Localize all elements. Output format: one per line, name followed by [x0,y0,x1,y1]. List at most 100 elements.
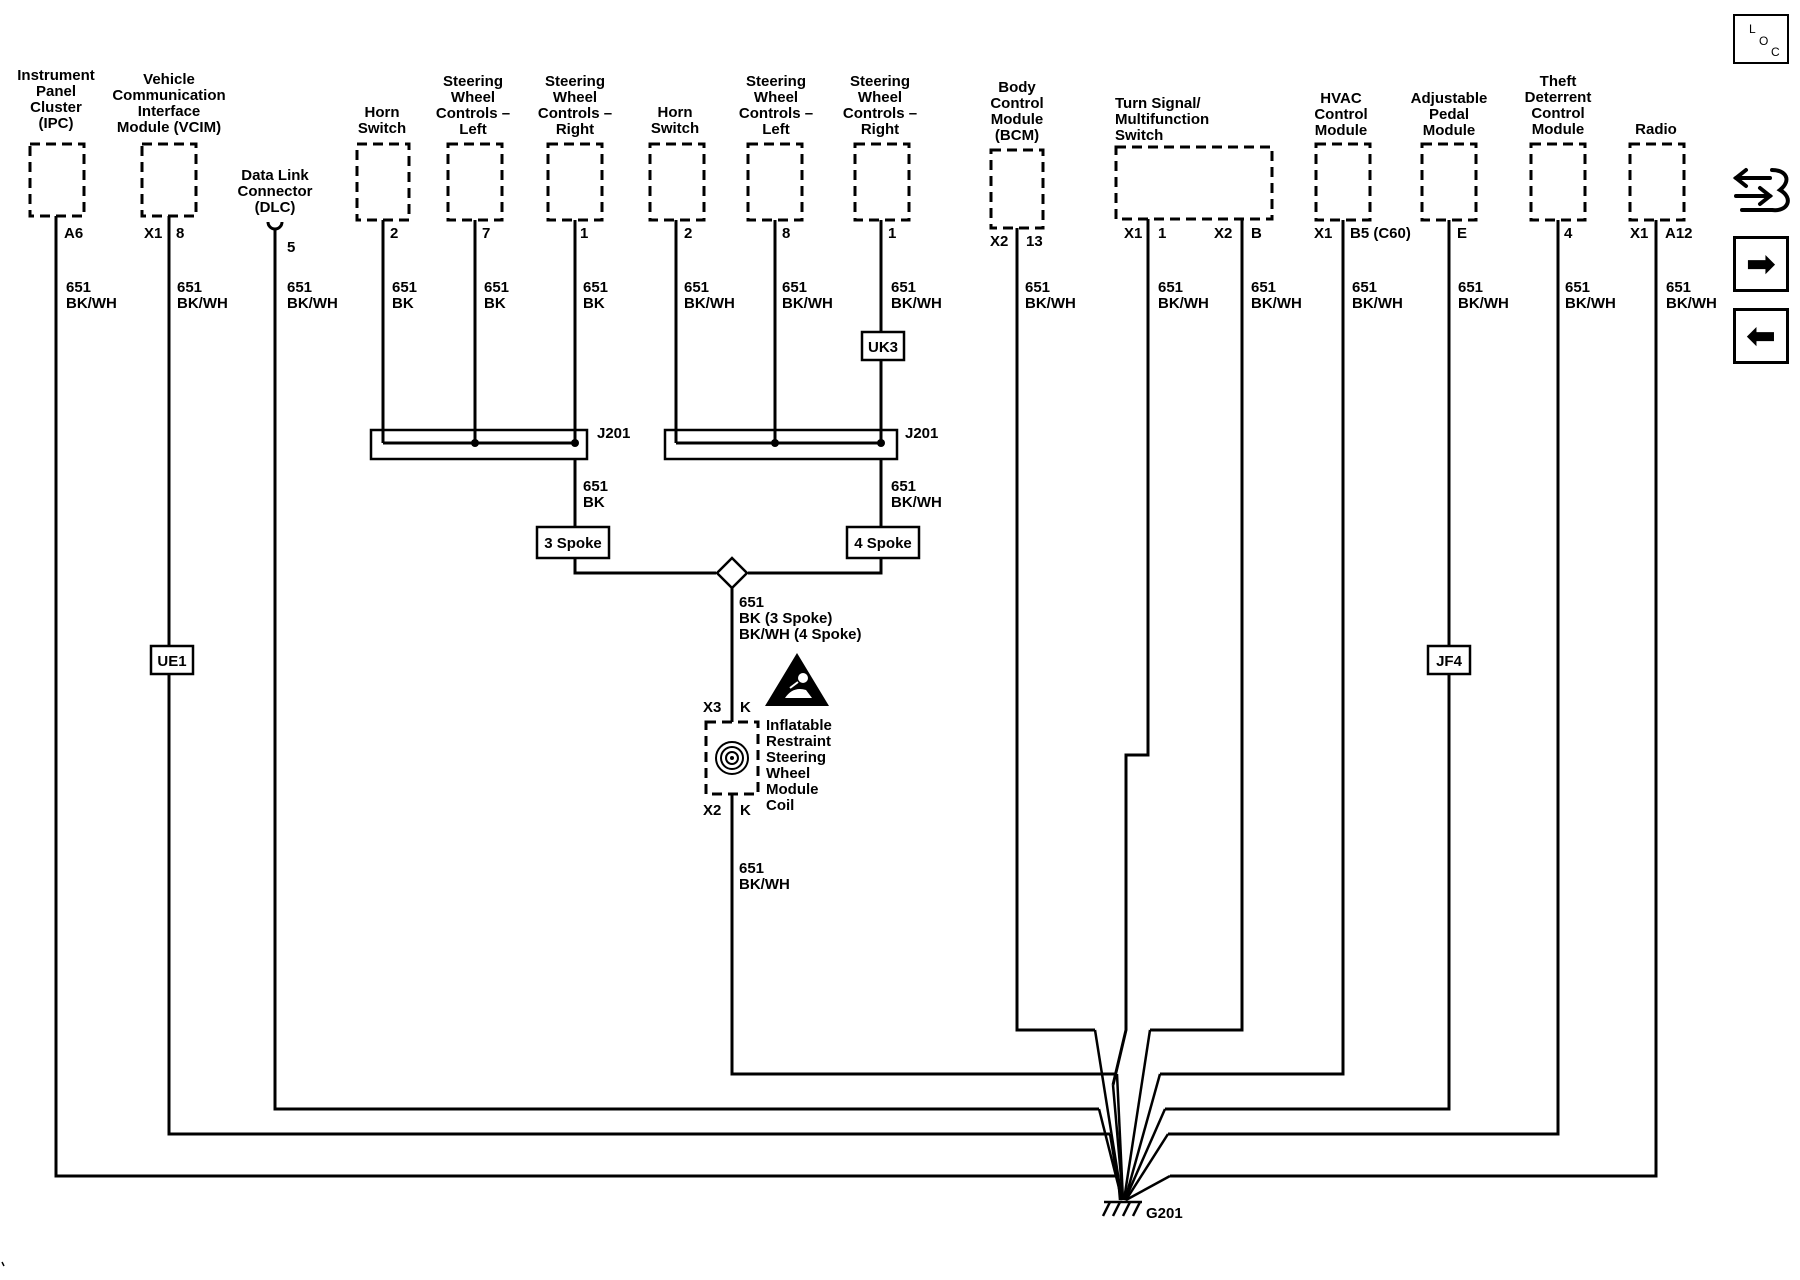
arrow-left-icon: ⬅ [1745,315,1777,357]
pin-horn-a: 2 [390,225,398,242]
wire-label-horn-b: 651 BK/WH [684,279,735,312]
swcr-b-label-line: Wheel [858,89,902,106]
spoke4-label: 4 Spoke [854,535,912,552]
j201-left-splice-dot [571,439,579,447]
swcr-a-label-line: Steering [545,73,605,90]
horn-switch-a-box [355,142,411,222]
hvac-box [1314,142,1372,222]
swcr-a-label-line: Right [556,121,594,138]
wire-circuit: 651 [287,279,312,296]
airbag-warning-icon [765,653,829,706]
component-label-swc-left-a: Steering Wheel Controls – Left [436,73,510,138]
wire-coil-to-ground [730,794,1117,1076]
wire-color: BK/WH [1458,295,1509,312]
swcl-b-label-line: Steering [746,73,806,90]
theft-label-line: Module [1532,121,1585,138]
pin-horn-b: 2 [684,225,692,242]
wire-ipc [54,216,1118,1178]
arrow-right-icon: ➡ [1745,243,1777,285]
bcm-label-line: Module [991,111,1044,128]
component-label-swc-right-b: Steering Wheel Controls – Right [843,73,917,138]
swcr-b-label-line: Steering [850,73,910,90]
coil-bot-conn: X2 [703,802,721,819]
wire-color: BK/WH [891,295,942,312]
component-label-radio: Radio [1635,121,1677,138]
ground-icon [1101,1200,1142,1217]
wire-circuit: 651 [1158,279,1183,296]
dlc-terminal [266,221,284,231]
next-page-button[interactable]: ➡ [1733,236,1789,292]
bcm-label-line: (BCM) [995,127,1039,144]
horn-b-label-line: Horn [658,104,693,121]
wire-color: BK/WH [891,494,942,511]
pin-hvac: B5 (C60) [1350,225,1411,242]
wire-label-splice-out: 651 BK (3 Spoke) BK/WH (4 Spoke) [739,594,862,643]
wire-color: BK/WH [1251,295,1302,312]
swcr-b-label-line: Right [861,121,899,138]
hvac-label-line: Control [1314,106,1367,123]
j201-right-box [663,428,899,461]
wire-label-swcl-b: 651 BK/WH [782,279,833,312]
wire-turn-signal-2 [1150,219,1244,1032]
horn-b-label-line: Switch [651,120,699,137]
horn-switch-b-box [648,142,706,222]
coil-label-line: Coil [766,797,794,814]
spoke3-label: 3 Spoke [544,535,602,552]
swc-right-a-box [546,142,604,222]
turn-signal-box [1114,145,1274,221]
wire-label-coil-out: 651 BK/WH [739,860,790,893]
ipc-label-line: Cluster [30,99,82,116]
wire-circuit: 651 [739,860,764,877]
wire-color: BK/WH [1565,295,1616,312]
swc-left-b-box [746,142,804,222]
jf4-tag [1426,644,1472,676]
wire-radio [1170,220,1658,1178]
wire-color: BK/WH [1666,295,1717,312]
coil-label: Inflatable Restraint Steering Wheel Modu… [766,717,832,814]
swcl-a-label-line: Left [459,121,487,138]
component-label-turn-signal: Turn Signal/ Multifunction Switch [1115,95,1209,144]
wire-pedal [1165,220,1451,1111]
wire-circuit: 651 [484,279,509,296]
wire-bcm [1015,228,1095,1032]
wire-circuit: 651 [739,594,764,611]
pin-ts1: 1 [1158,225,1166,242]
wire-hvac [1160,220,1345,1076]
hvac-label-line: Module [1315,122,1368,139]
stray-mark [1,1261,5,1267]
wire-circuit: 651 [1352,279,1377,296]
previous-page-button[interactable]: ⬅ [1733,308,1789,364]
wire-color: BK [583,295,605,312]
vcim-label-line: Module (VCIM) [117,119,221,136]
loc-letter-c: C [1771,45,1780,59]
wire-circuit: 651 [891,478,916,495]
component-label-hvac: HVAC Control Module [1314,90,1367,139]
wire-color: BK [583,494,605,511]
connector-tool-icon[interactable] [1732,168,1790,213]
theft-label-line: Control [1531,105,1584,122]
conn-bcm: X2 [990,233,1008,250]
ipc-label-line: Panel [36,83,76,100]
dlc-label-line: (DLC) [255,199,296,216]
location-button[interactable]: L O C [1733,14,1789,64]
conn-ts1: X1 [1124,225,1142,242]
j201-left-splice-dot [471,439,479,447]
component-label-horn-switch-b: Horn Switch [651,104,699,137]
theft-label-line: Deterrent [1525,89,1592,106]
wire-color: BK/WH [739,876,790,893]
wire-circuit: 651 [583,279,608,296]
ue1-tag [149,644,195,676]
vcim-box [140,142,198,218]
coil-top-pin: K [740,699,751,716]
wire-dlc [273,229,1099,1111]
ipc-box [28,142,86,218]
wire-label-vcim: 651 BK/WH [177,279,228,312]
theft-box [1529,142,1587,222]
pedal-label-line: Pedal [1429,106,1469,123]
swcr-b-label-line: Controls – [843,105,917,122]
pedal-label-line: Module [1423,122,1476,139]
component-label-vcim: Vehicle Communication Interface Module (… [112,71,225,136]
component-label-dlc: Data Link Connector (DLC) [238,167,313,216]
coil-bot-pin: K [740,802,751,819]
pin-theft: 4 [1564,225,1573,242]
